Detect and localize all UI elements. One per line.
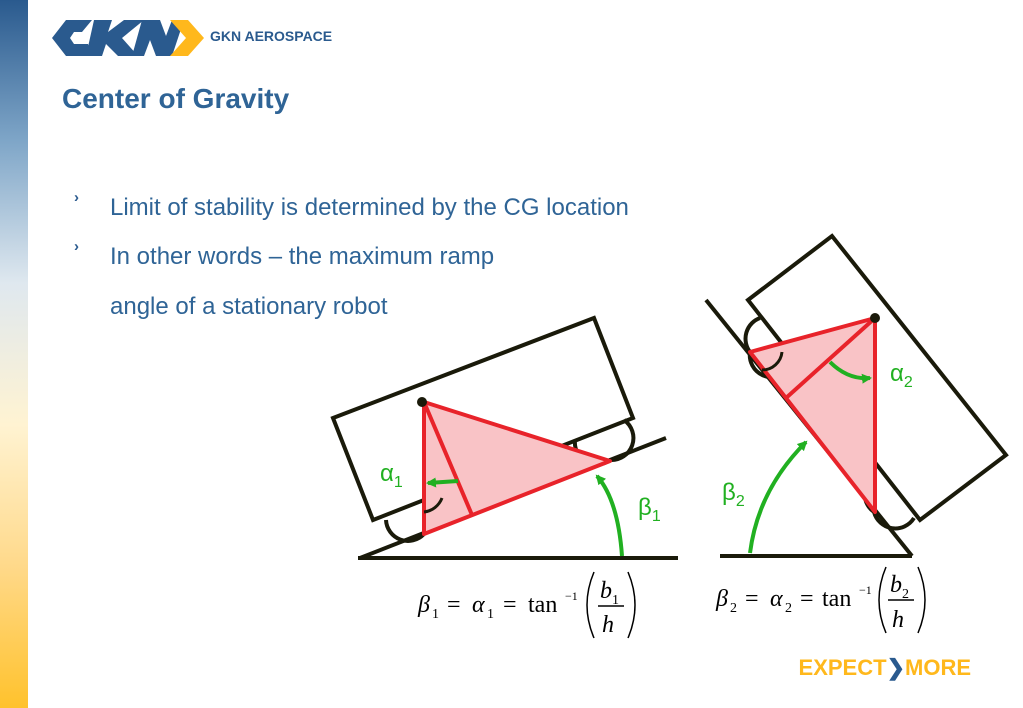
svg-text:2: 2 xyxy=(902,587,909,602)
angle-arc-right xyxy=(761,351,784,372)
logo-shape-k xyxy=(86,20,144,56)
bullet-marker: › xyxy=(74,189,79,206)
height-line-left xyxy=(422,401,474,516)
alpha-label-left: α1 xyxy=(380,460,403,491)
svg-text:=: = xyxy=(800,586,814,612)
alpha-arrow-right xyxy=(828,360,872,384)
left-diagram: α1 β1 xyxy=(330,315,678,560)
svg-text:β: β xyxy=(417,592,430,618)
gkn-logo xyxy=(52,20,204,56)
svg-text:b: b xyxy=(890,572,902,598)
svg-text:tan: tan xyxy=(528,592,557,618)
svg-text:tan: tan xyxy=(822,586,851,612)
cg-triangle-right xyxy=(748,316,877,514)
logo-shape-g xyxy=(52,20,92,56)
svg-text:α: α xyxy=(770,586,783,612)
alpha-arrow-left xyxy=(426,477,459,488)
robot-body-left xyxy=(330,315,636,523)
svg-text:1: 1 xyxy=(487,607,494,622)
cg-point-right xyxy=(870,313,880,323)
bullet-marker: › xyxy=(74,238,79,255)
svg-text:2: 2 xyxy=(730,601,737,616)
svg-text:α: α xyxy=(472,592,485,618)
svg-text:−1: −1 xyxy=(565,589,578,603)
svg-text:b: b xyxy=(600,578,612,604)
tagline-chevron-icon: ❯ xyxy=(886,655,905,680)
tagline-expect: EXPECT xyxy=(798,655,887,680)
svg-text:2: 2 xyxy=(785,601,792,616)
svg-text:=: = xyxy=(745,586,759,612)
cg-triangle-left xyxy=(422,400,612,536)
svg-text:=: = xyxy=(503,592,517,618)
logo-shape-n xyxy=(132,20,184,56)
page-title: Center of Gravity xyxy=(62,83,290,114)
sidebar-gradient xyxy=(0,0,28,708)
logo-chevron xyxy=(170,20,204,56)
alpha-label-right: α2 xyxy=(890,360,913,391)
tagline-more: MORE xyxy=(905,655,971,680)
angle-arc-left xyxy=(423,497,444,514)
svg-text:1: 1 xyxy=(432,607,439,622)
bullet-text-1: Limit of stability is determined by the … xyxy=(110,194,629,221)
beta-arrow-right xyxy=(748,440,808,554)
logo-text: GKN AEROSPACE xyxy=(210,28,333,44)
tagline: EXPECT❯MORE xyxy=(799,655,971,681)
right-diagram: α2 β2 xyxy=(704,233,1009,558)
beta-label-right: β2 xyxy=(722,479,745,510)
svg-text:−1: −1 xyxy=(859,583,872,597)
beta-arrow-left xyxy=(595,474,624,557)
svg-text:β: β xyxy=(715,586,728,612)
svg-text:h: h xyxy=(602,612,614,638)
svg-text:1: 1 xyxy=(612,593,619,608)
bullet-text-2: In other words – the maximum ramp xyxy=(110,243,495,270)
cg-point-left xyxy=(417,397,427,407)
wheel-left-rear xyxy=(384,519,426,543)
svg-text:h: h xyxy=(892,607,904,633)
height-line-right xyxy=(784,316,877,400)
beta-label-left: β1 xyxy=(638,494,661,525)
svg-text:=: = xyxy=(447,592,461,618)
bullet-text-2-continuation: angle of a stationary robot xyxy=(110,293,388,320)
